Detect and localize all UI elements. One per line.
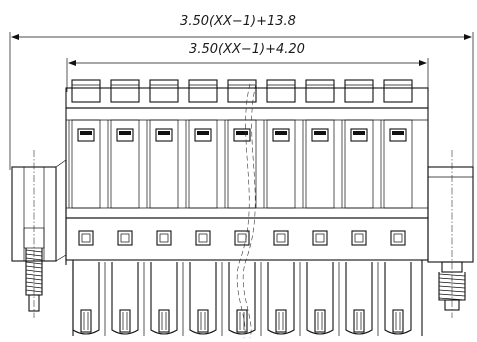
pole-9 xyxy=(380,79,413,335)
pole-1 xyxy=(68,79,106,336)
pole-6 xyxy=(263,79,301,336)
pole-3 xyxy=(146,79,184,336)
break-line xyxy=(236,83,257,339)
left-flange xyxy=(11,150,67,318)
left-screw xyxy=(23,227,45,312)
pole-8 xyxy=(341,79,379,336)
dimension-pitch-span: 3.50(XX−1)+4.20 xyxy=(66,42,429,92)
housing-body xyxy=(65,87,429,336)
dimension-overall: 3.50(XX−1)+13.8 xyxy=(9,14,474,170)
pole-7 xyxy=(302,79,340,336)
right-screw xyxy=(438,261,466,311)
pole-4 xyxy=(185,79,223,336)
terminal-poles xyxy=(68,79,413,336)
pole-5 xyxy=(224,79,262,336)
pole-2 xyxy=(107,79,145,336)
right-flange xyxy=(427,150,474,318)
dimension-overall-label: 3.50(XX−1)+13.8 xyxy=(180,14,296,29)
dimension-pitch-span-label: 3.50(XX−1)+4.20 xyxy=(189,42,305,57)
